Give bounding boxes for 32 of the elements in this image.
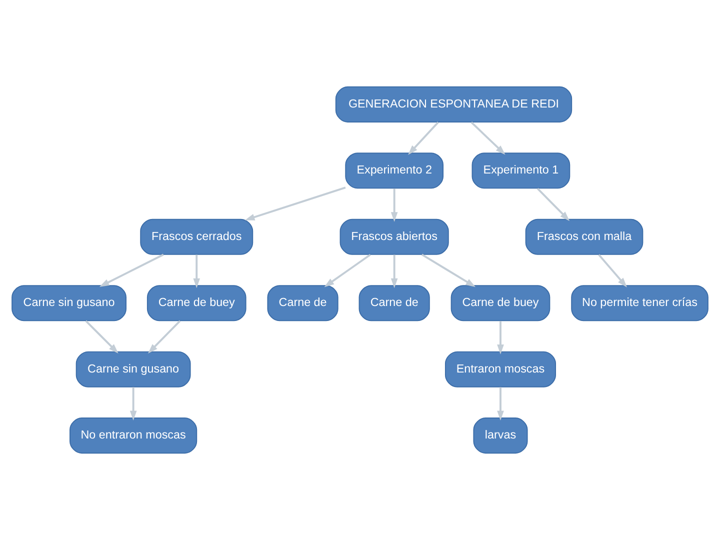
arrow xyxy=(390,188,398,222)
arrow xyxy=(85,320,118,354)
arrow xyxy=(324,254,371,288)
arrow xyxy=(99,254,164,287)
arrow xyxy=(193,254,200,288)
node-box: No permite tener crías xyxy=(571,285,708,322)
arrow xyxy=(390,254,398,288)
node-box: Carne sin gusano xyxy=(76,351,191,388)
node-box: Frascos con malla xyxy=(525,218,644,255)
arrow xyxy=(598,254,628,288)
node-box: Carne de xyxy=(267,285,338,322)
arrow xyxy=(497,387,504,421)
arrow xyxy=(536,188,570,222)
arrow xyxy=(470,122,506,155)
node-box: GENERACION ESPONTANEA DE REDI xyxy=(335,86,572,122)
arrow xyxy=(130,387,137,421)
node-box: Experimento 1 xyxy=(472,152,570,189)
node-box: Entraron moscas xyxy=(444,351,556,388)
node-box: Frascos cerrados xyxy=(140,218,254,255)
arrow xyxy=(244,186,346,220)
node-box: Experimento 2 xyxy=(345,152,444,189)
node-box: larvas xyxy=(473,418,528,454)
node-box: Carne de buey xyxy=(450,285,550,322)
arrow xyxy=(408,122,439,155)
node-box: Carne de buey xyxy=(146,285,246,322)
node-box: No entraron moscas xyxy=(70,418,198,454)
node-box: Frascos abiertos xyxy=(340,218,449,255)
arrow xyxy=(497,320,504,354)
arrow xyxy=(421,254,476,288)
node-box: Carne sin gusano xyxy=(12,285,126,322)
node-box: Carne de xyxy=(358,285,430,322)
arrow xyxy=(148,320,181,354)
